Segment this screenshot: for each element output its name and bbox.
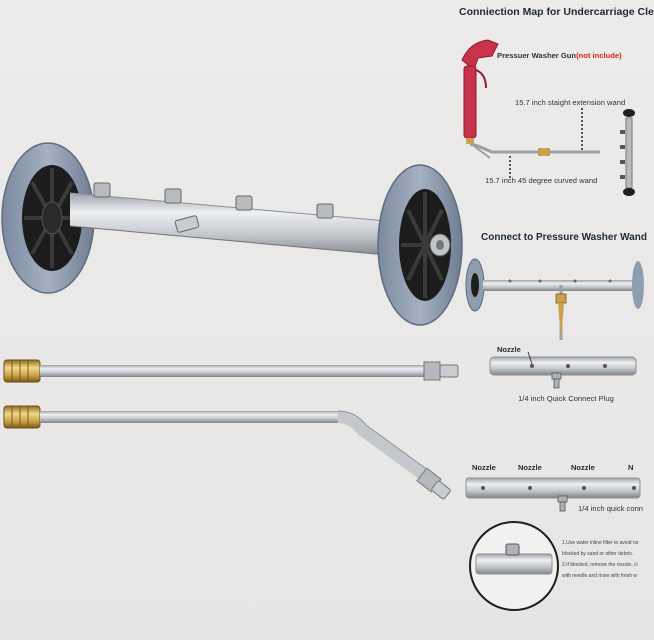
plug-label: 1/4 inch Quick Connect Plug <box>518 394 614 403</box>
undercarriage-cleaner <box>1 142 463 326</box>
connect-illustration <box>465 258 644 340</box>
note-line: 2.If blocked, remove the nozzle, cl <box>562 562 638 568</box>
nozzle-label: Nozzle <box>497 345 521 354</box>
straight-extension-wand <box>3 359 459 383</box>
note-line: with needle and rinse with fresh w <box>562 573 638 579</box>
spray-bar <box>69 182 421 259</box>
bar-nozzles <box>93 182 334 219</box>
connection-map-title: Conniection Map for Undercarriage Cle <box>459 6 654 18</box>
nozzle-label-2: Nozzle <box>518 463 542 472</box>
gun-label: Pressuer Washer Gun <box>497 51 577 60</box>
nozzle-bar-detail-2 <box>465 477 641 512</box>
straight-wand-label: 15.7 inch staight extension wand <box>515 98 626 107</box>
note-line: 1.Use water inline filter to avoid no <box>562 540 639 546</box>
connection-map-illustration <box>461 39 635 196</box>
product-illustration <box>1 39 644 611</box>
gun-label-wrap: Pressuer Washer Gun(not include) <box>497 51 622 60</box>
plug-label-2: 1/4 inch quick conn <box>578 504 644 513</box>
zoom-detail-circle <box>469 521 559 611</box>
nozzle-label-3: Nozzle <box>571 463 595 472</box>
gun-note: (not include) <box>576 51 622 60</box>
curved-wand <box>3 405 451 500</box>
usage-notes: 1.Use water inline filter to avoid no bl… <box>562 538 638 582</box>
nozzle-label-4: N <box>628 463 634 472</box>
nozzle-label-1: Nozzle <box>472 463 496 472</box>
pressure-washer-gun <box>461 39 499 144</box>
note-line: blocked by sand or other debris. <box>562 551 634 557</box>
left-wheel <box>1 142 95 294</box>
connect-title: Connect to Pressure Washer Wand <box>481 232 647 243</box>
nozzle-bar-detail <box>489 351 637 389</box>
curved-wand-label: 15.7 inch 45 degree curved wand <box>485 176 598 185</box>
right-wheel <box>377 164 463 326</box>
